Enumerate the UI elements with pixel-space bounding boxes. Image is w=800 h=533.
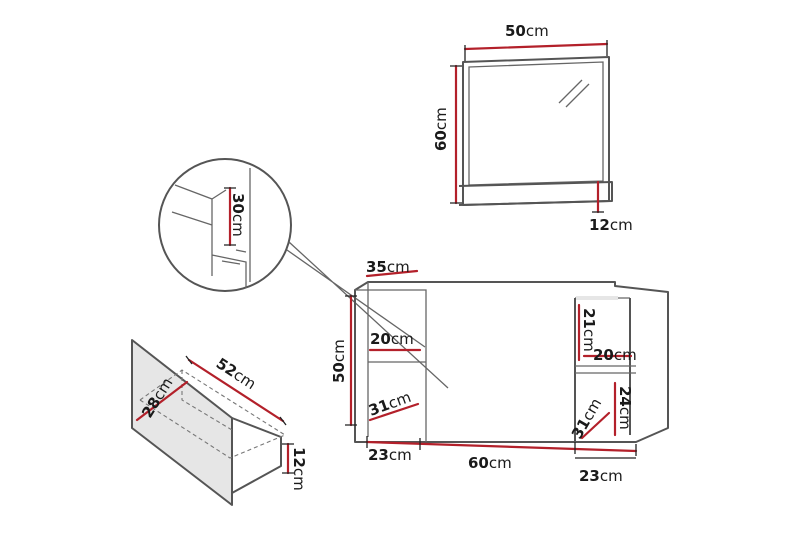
drawer-depth-line [135, 380, 189, 422]
mirror-height-label: 60cm [432, 107, 450, 151]
cabinet-depth-label: 35cm [366, 258, 410, 276]
drawer-length-line [187, 358, 285, 423]
left-inner-height-line [368, 402, 420, 422]
bottom-width-line [365, 440, 638, 453]
drawer-front [131, 339, 233, 506]
right-width-label: 23cm [579, 467, 623, 485]
right-upper-height-label: 21cm [580, 308, 598, 352]
right-lower-height-label: 24cm [616, 386, 634, 430]
cabinet [345, 269, 669, 459]
mirror-shelf-depth-label: 12cm [589, 216, 633, 234]
right-lower-width-line [580, 411, 611, 440]
detail-joint [171, 168, 251, 288]
drawer-length-label: 52cm [213, 354, 259, 393]
cabinet-depth-line [365, 269, 419, 278]
mirror-width-label: 50cm [505, 22, 549, 40]
right-lower-width-label: 31cm [568, 395, 605, 442]
right-shelf [575, 365, 636, 374]
mirror [450, 40, 613, 214]
mirror-glass [468, 61, 604, 186]
drawer-side [231, 417, 282, 494]
mirror-glare-icon [558, 79, 590, 108]
mirror-shelf [458, 181, 613, 206]
left-width-label: 23cm [368, 446, 412, 464]
detail-circle [158, 158, 292, 292]
mirror-width-line [463, 42, 609, 51]
left-inner-width-label: 20cm [370, 330, 414, 348]
detail-height-label: 30cm [229, 193, 247, 237]
cabinet-body [354, 281, 669, 443]
right-inner-width-label: 20cm [593, 346, 637, 364]
drawer [131, 339, 294, 506]
cabinet-height-label: 50cm [330, 339, 348, 383]
drawer-height-label: 12cm [290, 447, 308, 491]
center-width-label: 60cm [468, 454, 512, 472]
left-inner-height-label: 31cm [366, 388, 413, 420]
